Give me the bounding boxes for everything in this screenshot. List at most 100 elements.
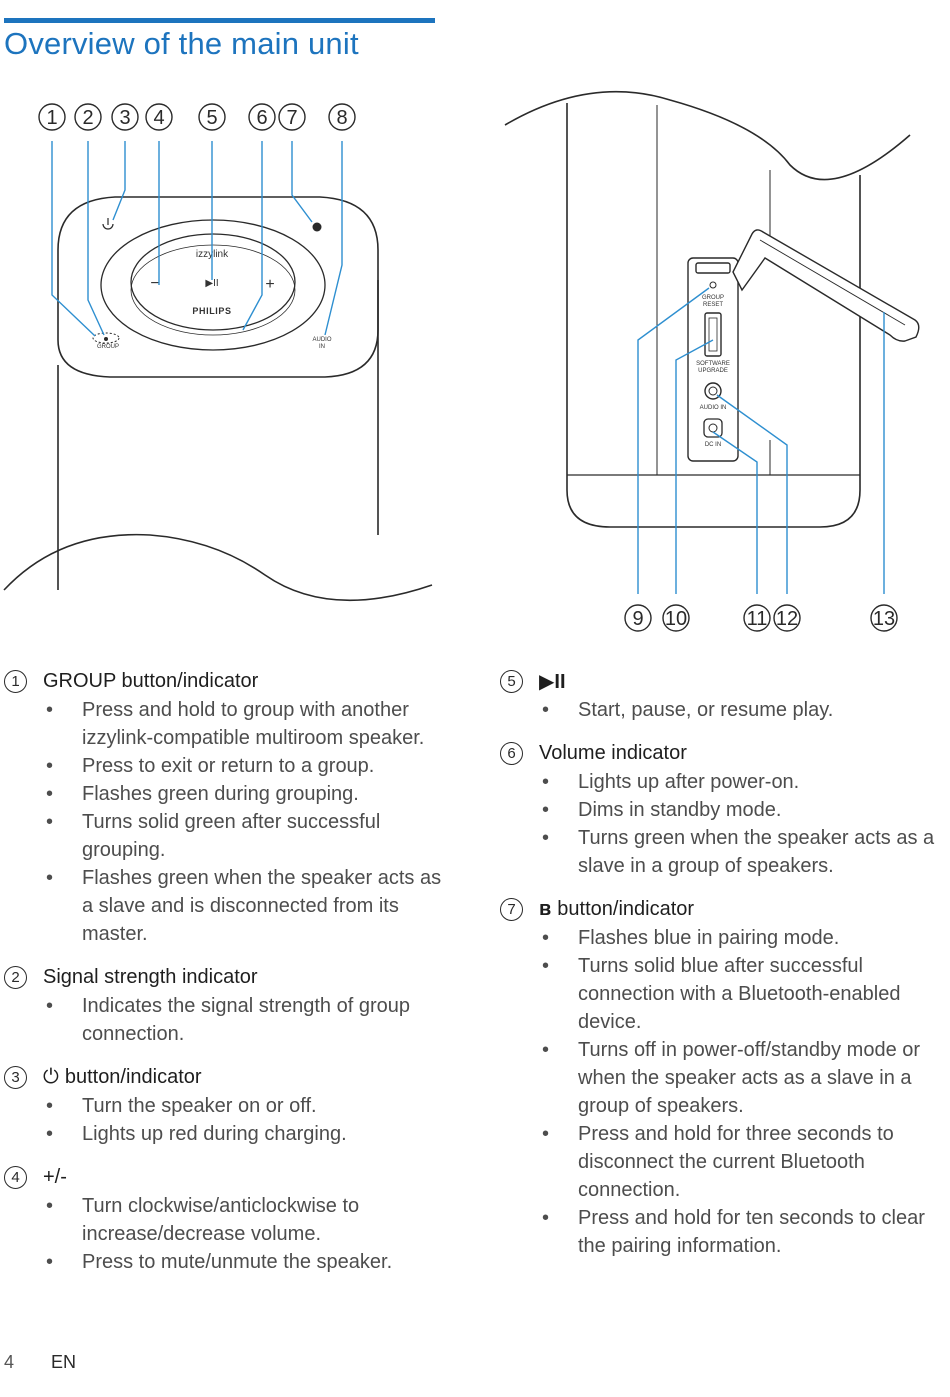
callout-11: 11 bbox=[743, 604, 771, 632]
item-title: GROUP button/indicator bbox=[43, 669, 259, 692]
bullet-list: Turn clockwise/anticlockwise to increase… bbox=[4, 1192, 444, 1276]
speaker-top-figure: izzylink ▶II − + PHILIPS GROUP AUDIO IN bbox=[3, 196, 433, 602]
bullet-list: Indicates the signal strength of group c… bbox=[4, 992, 444, 1048]
item-number: 7 bbox=[500, 897, 523, 921]
callout-13: 13 bbox=[870, 604, 898, 632]
descriptions-left: 1 GROUP button/indicator Press and hold … bbox=[4, 666, 444, 1290]
descriptions-right: 5 ▶II Start, pause, or resume play. 6 Vo… bbox=[500, 666, 940, 1274]
item-number: 4 bbox=[4, 1165, 27, 1189]
port-group-reset-1: GROUP bbox=[702, 295, 724, 301]
svg-text:4: 4 bbox=[153, 107, 164, 129]
bullet-item: Dims in standby mode. bbox=[500, 796, 940, 824]
bluetooth-icon: ʙ bbox=[539, 897, 552, 920]
bullet-item: Turns green when the speaker acts as a s… bbox=[500, 824, 940, 880]
item-title: Signal strength indicator bbox=[43, 965, 258, 988]
svg-text:2: 2 bbox=[82, 107, 93, 129]
bullet-item: Press and hold for three seconds to disc… bbox=[500, 1120, 940, 1204]
bullet-item: Flashes green during grouping. bbox=[4, 780, 444, 808]
device-minus-label: − bbox=[150, 275, 159, 292]
item-number: 6 bbox=[500, 741, 523, 765]
unit-diagram: .cn { font-family: "Liberation Sans", sa… bbox=[3, 90, 920, 632]
bullet-item: Lights up red during charging. bbox=[4, 1120, 444, 1148]
left-callouts: 1 2 3 4 5 6 7 8 bbox=[38, 103, 356, 131]
item-2: 2 Signal strength indicator Indicates th… bbox=[4, 962, 444, 1048]
bullet-list: Start, pause, or resume play. bbox=[500, 696, 940, 724]
bullet-item: Flashes green when the speaker acts as a… bbox=[4, 864, 444, 948]
bullet-item: Press to exit or return to a group. bbox=[4, 752, 444, 780]
group-indicator-icon bbox=[92, 332, 120, 344]
item-6: 6 Volume indicator Lights up after power… bbox=[500, 738, 940, 880]
device-audio-label-1: AUDIO bbox=[312, 337, 331, 343]
power-icon: ⏻ bbox=[43, 1065, 59, 1088]
svg-text:12: 12 bbox=[776, 608, 798, 630]
item-3: 3 ⏻button/indicator Turn the speaker on … bbox=[4, 1062, 444, 1148]
svg-text:8: 8 bbox=[336, 107, 347, 129]
item-title: +/- bbox=[43, 1165, 67, 1188]
bluetooth-icon bbox=[312, 222, 322, 232]
callout-1: 1 bbox=[38, 103, 66, 131]
page-footer: 4 EN bbox=[4, 1352, 76, 1373]
callout-9: 9 bbox=[624, 604, 652, 632]
item-1: 1 GROUP button/indicator Press and hold … bbox=[4, 666, 444, 948]
right-callout-lines bbox=[637, 287, 885, 594]
bullet-list: Flashes blue in pairing mode. Turns soli… bbox=[500, 924, 940, 1260]
bullet-item: Turn the speaker on or off. bbox=[4, 1092, 444, 1120]
bullet-item: Press and hold for ten seconds to clear … bbox=[500, 1204, 940, 1260]
item-number: 2 bbox=[4, 965, 27, 989]
svg-text:3: 3 bbox=[119, 107, 130, 129]
bullet-item: Turn clockwise/anticlockwise to increase… bbox=[4, 1192, 444, 1248]
item-number: 1 bbox=[4, 669, 27, 693]
bullet-item: Press and hold to group with another izz… bbox=[4, 696, 444, 752]
port-group-reset-2: RESET bbox=[703, 302, 723, 308]
bullet-item: Flashes blue in pairing mode. bbox=[500, 924, 940, 952]
speaker-back-figure: GROUP RESET SOFTWARE UPGRADE AUDIO IN DC… bbox=[504, 90, 920, 528]
item-5: 5 ▶II Start, pause, or resume play. bbox=[500, 666, 940, 724]
bullet-list: Turn the speaker on or off. Lights up re… bbox=[4, 1092, 444, 1148]
callout-12: 12 bbox=[773, 604, 801, 632]
callout-10: 10 bbox=[662, 604, 690, 632]
port-software-upgrade-2: UPGRADE bbox=[698, 368, 728, 374]
device-brand-label: PHILIPS bbox=[192, 306, 231, 316]
title-rule bbox=[4, 18, 435, 23]
play-pause-icon: ▶II bbox=[539, 670, 566, 693]
svg-text:9: 9 bbox=[632, 608, 643, 630]
port-software-upgrade-1: SOFTWARE bbox=[696, 361, 730, 367]
bullet-item: Turns off in power-off/standby mode or w… bbox=[500, 1036, 940, 1120]
bullet-item: Turns solid blue after successful connec… bbox=[500, 952, 940, 1036]
callout-8: 8 bbox=[328, 103, 356, 131]
item-title: ⏻button/indicator bbox=[43, 1065, 202, 1088]
item-number: 5 bbox=[500, 669, 523, 693]
right-callouts: 9 10 11 12 13 bbox=[624, 604, 898, 632]
svg-text:5: 5 bbox=[206, 107, 217, 129]
bullet-item: Indicates the signal strength of group c… bbox=[4, 992, 444, 1048]
device-plus-label: + bbox=[265, 276, 274, 293]
device-audio-label-2: IN bbox=[319, 344, 325, 350]
callout-5: 5 bbox=[198, 103, 226, 131]
page-number: 4 bbox=[4, 1352, 15, 1372]
bullet-list: Lights up after power-on. Dims in standb… bbox=[500, 768, 940, 880]
callout-4: 4 bbox=[145, 103, 173, 131]
language-code: EN bbox=[51, 1352, 77, 1372]
svg-text:10: 10 bbox=[665, 608, 687, 630]
callout-2: 2 bbox=[74, 103, 102, 131]
power-icon bbox=[102, 218, 114, 230]
device-play-label: ▶II bbox=[205, 278, 218, 289]
svg-text:13: 13 bbox=[873, 608, 895, 630]
item-title: Volume indicator bbox=[539, 741, 687, 764]
port-audio-in: AUDIO IN bbox=[700, 405, 727, 411]
device-group-label: GROUP bbox=[97, 344, 119, 350]
svg-text:11: 11 bbox=[747, 608, 768, 630]
svg-text:7: 7 bbox=[286, 107, 297, 129]
left-callout-lines bbox=[51, 141, 343, 337]
svg-text:1: 1 bbox=[46, 107, 57, 129]
callout-6: 6 bbox=[248, 103, 276, 131]
bullet-item: Start, pause, or resume play. bbox=[500, 696, 940, 724]
callout-3: 3 bbox=[111, 103, 139, 131]
item-4: 4 +/- Turn clockwise/anticlockwise to in… bbox=[4, 1162, 444, 1276]
page-title: Overview of the main unit bbox=[4, 26, 359, 61]
callout-7: 7 bbox=[278, 103, 306, 131]
bullet-item: Turns solid green after successful group… bbox=[4, 808, 444, 864]
bullet-item: Press to mute/unmute the speaker. bbox=[4, 1248, 444, 1276]
